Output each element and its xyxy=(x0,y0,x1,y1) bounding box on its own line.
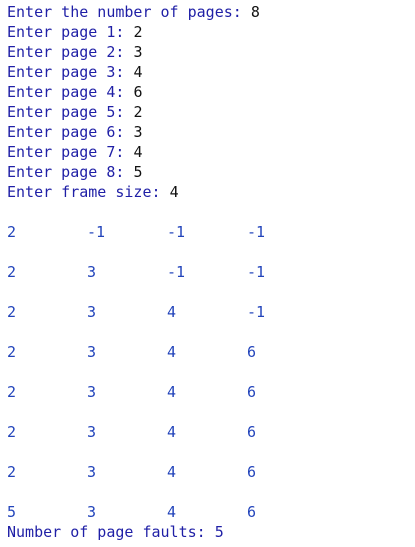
frame-row: 5 3 4 6 xyxy=(7,502,415,522)
prompt-input-value: 5 xyxy=(133,163,143,181)
prompt-input-value: 2 xyxy=(133,23,143,41)
frame-row: 2 3 4 6 xyxy=(7,382,415,402)
frame-cell: 3 xyxy=(87,303,97,321)
page-faults-line: Number of page faults: 5 xyxy=(7,522,415,542)
prompt-line: Enter page 2: 3 xyxy=(7,42,415,62)
frame-cell: 4 xyxy=(167,463,177,481)
frame-cell: 6 xyxy=(247,463,257,481)
frame-cell: 5 xyxy=(7,503,17,521)
frame-cell: 3 xyxy=(87,263,97,281)
frame-cell: 6 xyxy=(247,503,257,521)
frame-cell: 2 xyxy=(7,223,17,241)
blank-line xyxy=(7,402,415,422)
prompt-text: Enter page 7: xyxy=(7,143,134,161)
prompt-input-value: 6 xyxy=(133,83,143,101)
frame-cell: -1 xyxy=(247,263,266,281)
frame-row: 2 -1 -1 -1 xyxy=(7,222,415,242)
blank-line xyxy=(7,322,415,342)
frame-cell: 4 xyxy=(167,343,177,361)
frame-cell: -1 xyxy=(247,303,266,321)
frame-row: 2 3 4 6 xyxy=(7,422,415,442)
prompt-text: Enter page 2: xyxy=(7,43,134,61)
prompt-input-value: 3 xyxy=(133,43,143,61)
prompt-line: Enter page 7: 4 xyxy=(7,142,415,162)
frame-row: 2 3 4 6 xyxy=(7,462,415,482)
prompt-text: Enter page 3: xyxy=(7,63,134,81)
blank-line xyxy=(7,442,415,462)
frame-cell: 3 xyxy=(87,383,97,401)
prompt-line: Enter page 8: 5 xyxy=(7,162,415,182)
prompt-text: Enter page 6: xyxy=(7,123,134,141)
frame-table: 2 -1 -1 -1 2 3 -1 -1 2 3 4 -1 2 3 4 6 2 3 4 6 2 3 4 6 2 3 4 6 5 3 4 6 xyxy=(7,222,415,522)
frame-cell: 3 xyxy=(87,503,97,521)
frame-cell: 3 xyxy=(87,423,97,441)
prompt-line: Enter frame size: 4 xyxy=(7,182,415,202)
prompt-line: Enter page 3: 4 xyxy=(7,62,415,82)
prompt-input-value: 8 xyxy=(250,3,260,21)
blank-line xyxy=(7,202,415,222)
frame-cell: 4 xyxy=(167,303,177,321)
frame-cell: 4 xyxy=(167,383,177,401)
frame-cell: 2 xyxy=(7,343,17,361)
frame-row: 2 3 4 -1 xyxy=(7,302,415,322)
frame-cell: -1 xyxy=(87,223,106,241)
prompt-text: Enter frame size: xyxy=(7,183,170,201)
prompt-line: Enter page 4: 6 xyxy=(7,82,415,102)
prompt-line: Enter the number of pages: 8 xyxy=(7,2,415,22)
frame-cell: 2 xyxy=(7,263,17,281)
prompt-line: Enter page 6: 3 xyxy=(7,122,415,142)
prompt-text: Enter page 8: xyxy=(7,163,134,181)
frame-cell: 2 xyxy=(7,423,17,441)
frame-cell: 6 xyxy=(247,343,257,361)
frame-cell: 3 xyxy=(87,463,97,481)
prompt-input-value: 3 xyxy=(133,123,143,141)
blank-line xyxy=(7,282,415,302)
prompt-text: Enter page 5: xyxy=(7,103,134,121)
page-faults-label: Number of page faults: xyxy=(7,523,215,541)
prompt-line: Enter page 1: 2 xyxy=(7,22,415,42)
frame-row: 2 3 4 6 xyxy=(7,342,415,362)
prompt-text: Enter page 1: xyxy=(7,23,134,41)
prompt-input-value: 4 xyxy=(133,63,143,81)
frame-cell: -1 xyxy=(167,263,186,281)
prompt-input-value: 4 xyxy=(169,183,179,201)
prompt-input-value: 4 xyxy=(133,143,143,161)
frame-row: 2 3 -1 -1 xyxy=(7,262,415,282)
prompt-input-value: 2 xyxy=(133,103,143,121)
frame-cell: 2 xyxy=(7,303,17,321)
frame-cell: 2 xyxy=(7,383,17,401)
frame-cell: 3 xyxy=(87,343,97,361)
frame-cell: -1 xyxy=(167,223,186,241)
frame-cell: 4 xyxy=(167,423,177,441)
frame-cell: 2 xyxy=(7,463,17,481)
blank-line xyxy=(7,242,415,262)
prompt-text: Enter the number of pages: xyxy=(7,3,251,21)
prompt-text: Enter page 4: xyxy=(7,83,134,101)
frame-cell: -1 xyxy=(247,223,266,241)
frame-cell: 4 xyxy=(167,503,177,521)
frame-cell: 6 xyxy=(247,383,257,401)
page-faults-value: 5 xyxy=(214,523,224,541)
blank-line xyxy=(7,362,415,382)
frame-cell: 6 xyxy=(247,423,257,441)
prompt-line: Enter page 5: 2 xyxy=(7,102,415,122)
blank-line xyxy=(7,482,415,502)
